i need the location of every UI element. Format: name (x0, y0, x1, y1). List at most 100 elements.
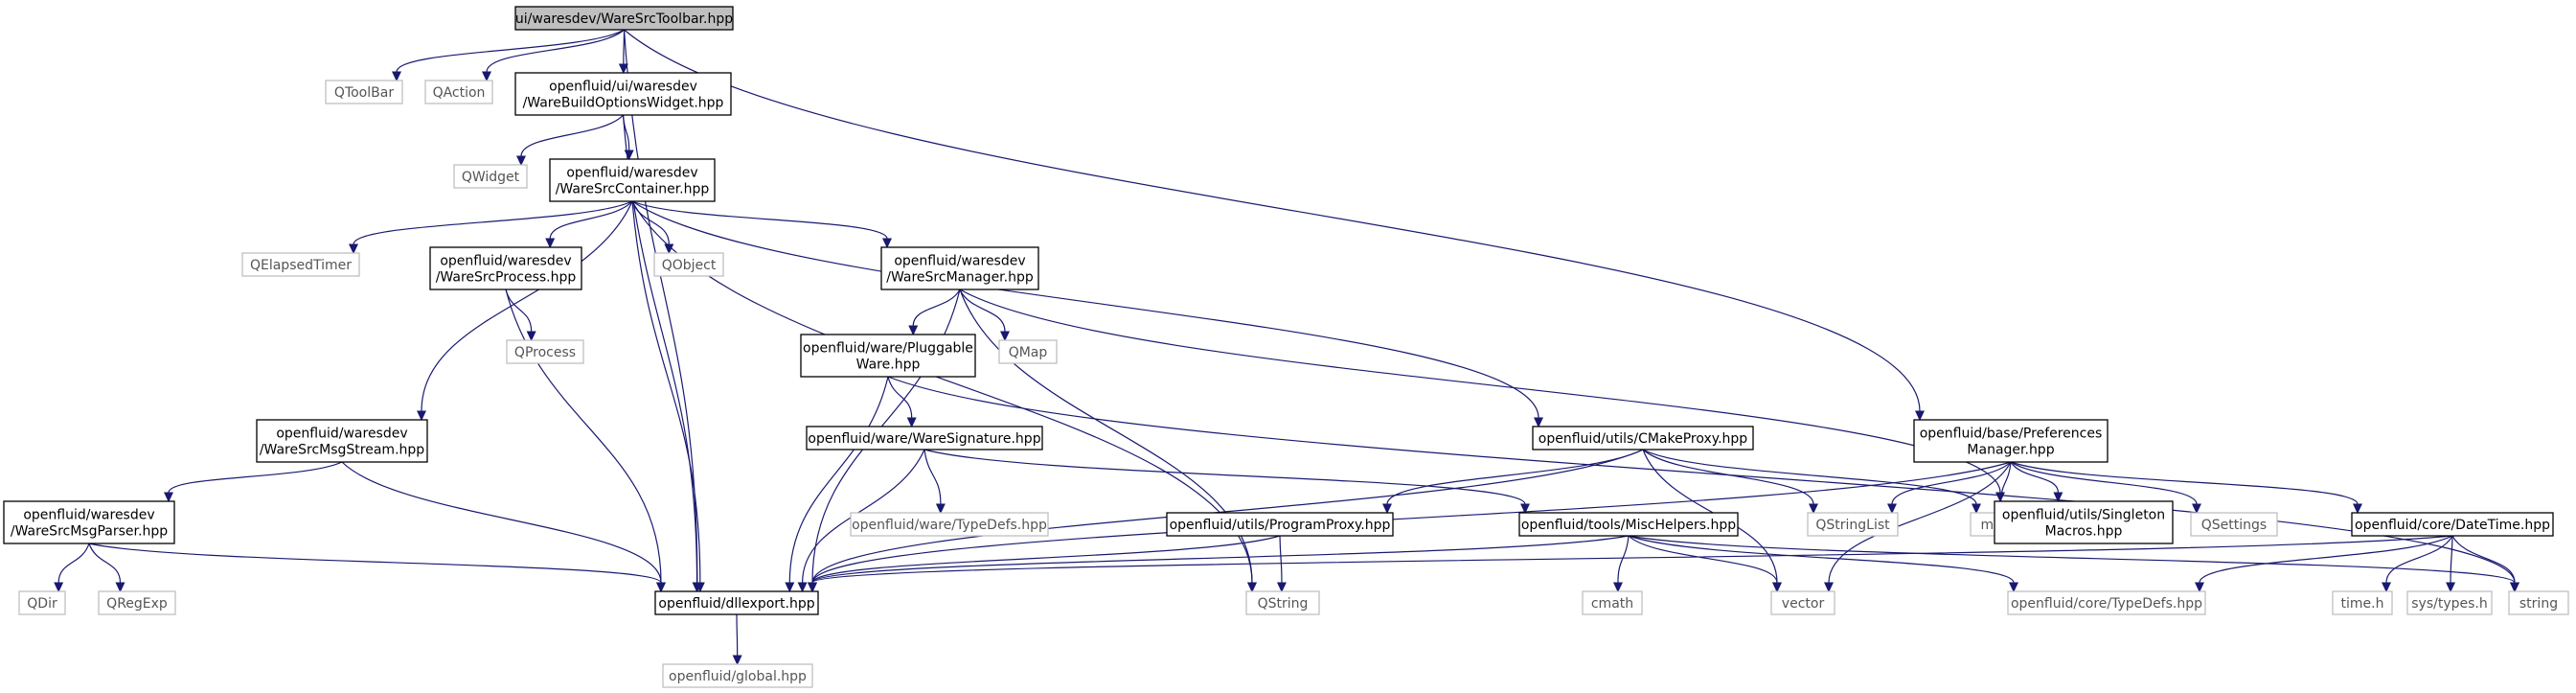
edge-line (505, 289, 662, 584)
dependency-edge-msgparser-to-qregexp (88, 543, 125, 593)
node-box (506, 339, 584, 364)
edge-line (631, 200, 888, 240)
node-label: sys/types.h (2411, 596, 2487, 612)
node-label: QStringList (1815, 518, 1890, 533)
node-label: Ware.hpp (856, 358, 921, 373)
node-cmakeproxy[interactable]: openfluid/utils/CMakeProxy.hpp (1532, 426, 1754, 450)
node-box (2007, 590, 2206, 615)
dependency-edge-toolbar-to-qtoolbar (392, 29, 625, 82)
node-label: QToolBar (334, 85, 394, 101)
node-qstringlist: QStringList (1807, 512, 1899, 537)
node-box (424, 80, 493, 104)
arrowhead (164, 492, 173, 503)
node-datetime[interactable]: openfluid/core/DateTime.hpp (2351, 512, 2554, 537)
dependency-edge-toolbar-to-prefs (624, 29, 1925, 422)
node-label: openfluid/waresdev (566, 166, 697, 181)
arrowhead (1887, 503, 1897, 515)
arrowhead (2192, 503, 2201, 515)
dependency-edge-msgstream-to-dllexport (341, 461, 666, 593)
edge-line (57, 543, 90, 584)
node-label: /WareSrcManager.hpp (886, 270, 1034, 286)
edge-line (1279, 535, 1283, 584)
node-label: QString (1258, 596, 1309, 612)
node-label: cmath (1591, 596, 1633, 612)
node-box (514, 72, 732, 116)
arrowhead (797, 582, 808, 593)
node-toolbar[interactable]: ui/waresdev/WareSrcToolbar.hpp (514, 6, 734, 31)
arrowhead (392, 71, 401, 82)
edge-line (2000, 461, 2012, 505)
node-signature[interactable]: openfluid/ware/WareSignature.hpp (806, 426, 1043, 450)
dependency-edge-prefs-to-datetime (2010, 461, 2362, 515)
node-manager[interactable]: openfluid/waresdev/WareSrcManager.hpp (880, 246, 1039, 290)
dependency-edge-toolbar-to-buildopts (618, 29, 628, 75)
arrowhead (2009, 582, 2018, 593)
node-label: openfluid/utils/CMakeProxy.hpp (1539, 431, 1747, 447)
edge-line (631, 200, 701, 584)
node-label: time.h (2341, 596, 2384, 612)
arrowhead (115, 582, 125, 593)
dependency-edge-container-to-qelapsed (349, 200, 633, 255)
node-box (453, 164, 528, 189)
dependency-edge-datetime-to-systypes (2446, 535, 2456, 593)
dependency-edge-datetime-to-coretypedefs (2195, 535, 2453, 593)
edge-line (811, 535, 1630, 584)
edge-line (624, 29, 1921, 412)
node-mischelpers[interactable]: openfluid/tools/MiscHelpers.hpp (1518, 512, 1739, 537)
arrowhead (906, 417, 917, 428)
arrowhead (908, 325, 919, 336)
edge-line (486, 29, 625, 73)
edge-line (2010, 461, 2059, 494)
node-qmap: QMap (998, 339, 1058, 364)
node-box (850, 512, 1049, 537)
edge-line (2450, 535, 2453, 584)
node-container[interactable]: openfluid/waresdev/WareSrcContainer.hpp (549, 158, 716, 202)
node-label: /WareSrcMsgStream.hpp (260, 443, 424, 458)
arrowhead (1247, 582, 1257, 593)
arrowhead (516, 155, 526, 167)
edge-line (1828, 461, 2012, 584)
node-label: openfluid/ware/TypeDefs.hpp (852, 518, 1047, 533)
node-msgparser[interactable]: openfluid/waresdev/WareSrcMsgParser.hpp (3, 500, 175, 544)
node-process[interactable]: openfluid/waresdev/WareSrcProcess.hpp (429, 246, 582, 290)
edge-line (736, 613, 739, 657)
edge-line (887, 376, 913, 419)
node-dllexport[interactable]: openfluid/dllexport.hpp (654, 590, 819, 615)
arrowhead (482, 71, 491, 82)
arrowhead (1534, 417, 1543, 428)
node-cmath: cmath (1582, 590, 1643, 615)
arrowhead (1995, 492, 2005, 503)
node-box (653, 252, 724, 277)
node-label: openfluid/utils/ProgramProxy.hpp (1170, 518, 1391, 533)
node-msgstream[interactable]: openfluid/waresdev/WareSrcMsgStream.hpp (256, 419, 428, 463)
node-systypes: sys/types.h (2406, 590, 2493, 615)
node-box (1994, 500, 2174, 544)
node-box (998, 339, 1058, 364)
arrowhead (2353, 503, 2362, 515)
arrowhead (1276, 582, 1287, 593)
arrowhead (618, 63, 628, 75)
edge-line (168, 461, 343, 494)
node-label: QProcess (514, 345, 576, 360)
node-label: openfluid/waresdev (894, 254, 1025, 269)
node-progproxy[interactable]: openfluid/utils/ProgramProxy.hpp (1166, 512, 1394, 537)
edge-line (2010, 461, 2198, 505)
node-label: QWidget (462, 170, 520, 185)
arrowhead (2446, 582, 2456, 593)
node-box (800, 334, 976, 378)
node-label: openfluid/utils/Singleton (2002, 508, 2165, 523)
node-label: Macros.hpp (2045, 524, 2123, 540)
dependency-edge-container-to-manager (631, 200, 892, 249)
dependency-edge-mischelpers-to-vector (1628, 535, 1782, 593)
dependency-edge-cmakeproxy-to-qstringlist (1642, 449, 1818, 515)
edge-line (811, 535, 1281, 584)
node-label: openfluid/waresdev (276, 427, 407, 442)
node-buildopts[interactable]: openfluid/ui/waresdev/WareBuildOptionsWi… (514, 72, 732, 116)
edge-line (549, 200, 633, 240)
dependency-edge-manager-to-qmap (959, 289, 1010, 342)
arrowhead (545, 238, 556, 249)
